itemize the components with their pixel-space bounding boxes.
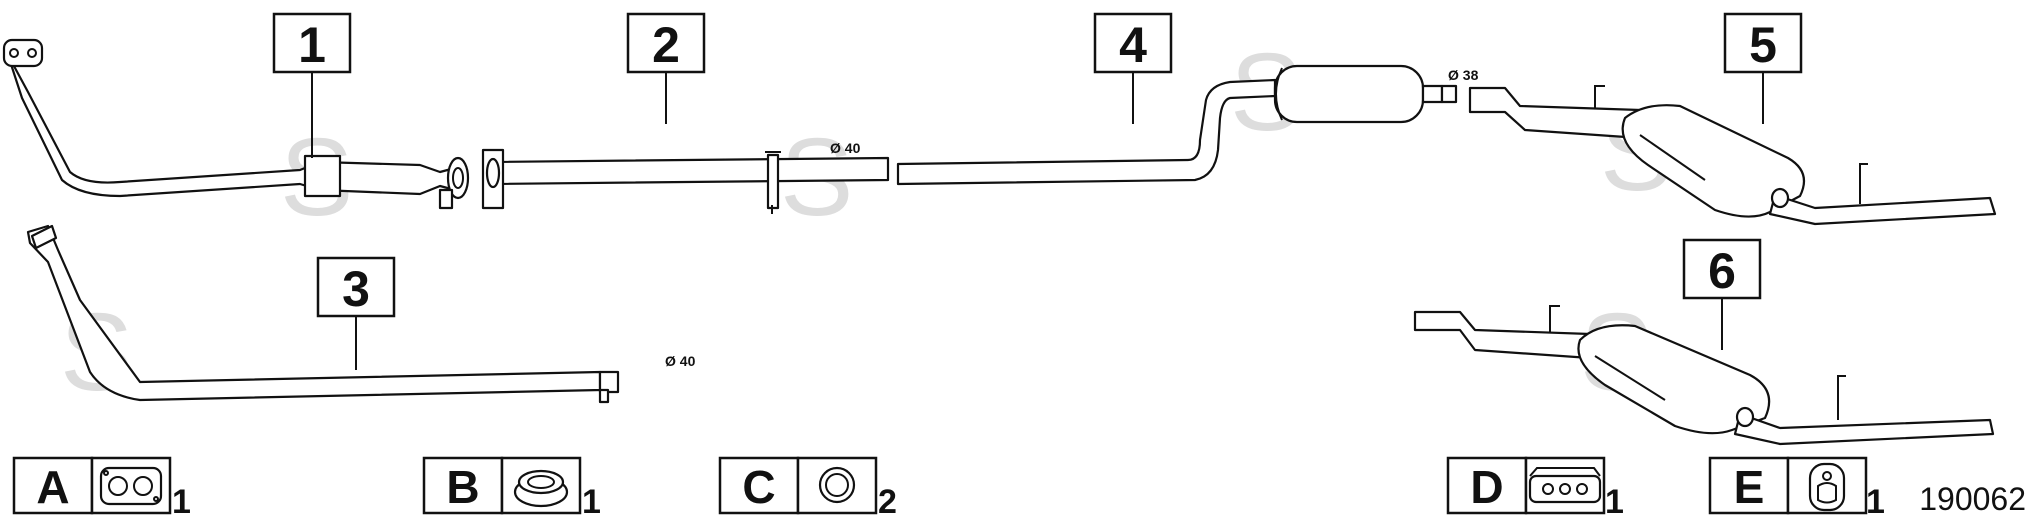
legend-qty: 1 bbox=[172, 483, 191, 521]
callout-box bbox=[272, 12, 352, 74]
rubber-mount-icon bbox=[1528, 467, 1602, 504]
callout-2: 2 bbox=[626, 12, 706, 124]
legend-qty: 2 bbox=[878, 483, 897, 521]
legend-letter-box bbox=[718, 456, 800, 515]
legend-letter: E bbox=[1734, 461, 1765, 513]
callout-label: 3 bbox=[342, 261, 370, 317]
legend-item-a[interactable]: A 1 bbox=[12, 456, 191, 521]
part-4-middle-silencer[interactable]: Ø 38 bbox=[896, 64, 1479, 186]
callout-1: 1 bbox=[272, 12, 352, 158]
callout-6: 6 bbox=[1682, 238, 1762, 350]
legend-letter-box bbox=[1446, 456, 1528, 515]
part-5-rear-silencer[interactable] bbox=[1468, 85, 1997, 226]
callout-label: 5 bbox=[1749, 17, 1777, 73]
flange-gasket-icon bbox=[99, 466, 163, 506]
callout-label: 2 bbox=[652, 17, 680, 73]
legend-item-e[interactable]: E 1 bbox=[1708, 456, 1885, 521]
part-3-front-pipe[interactable]: Ø 40 bbox=[26, 224, 696, 404]
sealing-ring-icon bbox=[513, 469, 569, 508]
callout-box bbox=[1093, 12, 1173, 74]
legend-letter-box bbox=[12, 456, 94, 515]
legend-letter: D bbox=[1470, 461, 1503, 513]
reference-number: 190062 bbox=[1919, 481, 2026, 517]
callout-label: 1 bbox=[298, 17, 326, 73]
callout-label: 6 bbox=[1708, 243, 1736, 299]
legend-qty: 1 bbox=[1866, 483, 1885, 521]
part-6-rear-silencer[interactable] bbox=[1413, 305, 1995, 446]
legend-letter: A bbox=[36, 461, 69, 513]
part-2-intermediate-pipe[interactable]: Ø 40 bbox=[481, 140, 890, 214]
legend-item-b[interactable]: B 1 bbox=[422, 456, 601, 521]
part-1-front-pipe[interactable] bbox=[2, 38, 470, 210]
diameter-label-part-3: Ø 40 bbox=[665, 353, 696, 369]
legend-letter: B bbox=[446, 461, 479, 513]
callout-5: 5 bbox=[1723, 12, 1803, 124]
diameter-label-part-2: Ø 40 bbox=[830, 140, 861, 156]
legend-item-d[interactable]: D 1 bbox=[1446, 456, 1624, 521]
callout-box bbox=[1723, 12, 1803, 74]
callout-4: 4 bbox=[1093, 12, 1173, 124]
legend-letter: C bbox=[742, 461, 775, 513]
o-ring-icon bbox=[818, 466, 856, 504]
legend-letter-box bbox=[1708, 456, 1790, 515]
legend-qty: 1 bbox=[582, 483, 601, 521]
callout-label: 4 bbox=[1119, 17, 1147, 73]
legend-qty: 1 bbox=[1605, 483, 1624, 521]
legend-item-c[interactable]: C 2 bbox=[718, 456, 897, 521]
callout-box bbox=[626, 12, 706, 74]
hanger-ring-icon bbox=[1808, 462, 1846, 512]
diameter-label-part-4: Ø 38 bbox=[1448, 67, 1479, 83]
callout-3: 3 bbox=[316, 256, 396, 370]
